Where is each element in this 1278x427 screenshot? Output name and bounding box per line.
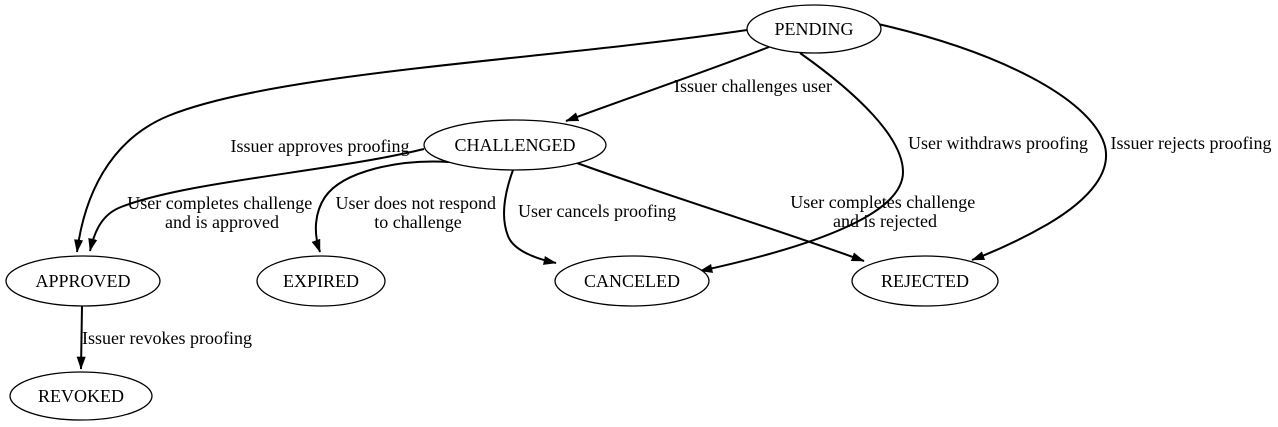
node-approved: APPROVED (5, 255, 161, 307)
edge-challenged-canceled-line (502, 169, 557, 265)
node-revoked: REVOKED (9, 371, 153, 421)
edge-challenged-rejected: User completes challenge and is rejected (576, 162, 979, 262)
edge-challenged-canceled-label: User cancels proofing (518, 201, 676, 221)
node-challenged-label: CHALLENGED (455, 135, 576, 155)
edge-challenged-approved: User completes challenge and is approved (88, 148, 425, 252)
node-canceled: CANCELED (554, 255, 710, 307)
edge-pending-rejected-line (877, 23, 1107, 261)
edge-pending-approved-line (74, 29, 748, 253)
node-revoked-label: REVOKED (38, 386, 124, 406)
node-expired: EXPIRED (256, 255, 386, 307)
edge-pending-canceled-label: User withdraws proofing (908, 133, 1088, 153)
node-rejected-ellipse (851, 255, 999, 307)
node-revoked-ellipse (9, 371, 153, 421)
edge-approved-revoked: Issuer revokes proofing (76, 305, 252, 370)
edge-challenged-expired-label: User does not respond to challenge (336, 193, 501, 232)
edge-challenged-expired: User does not respond to challenge (311, 160, 501, 253)
edge-challenged-rejected-label: User completes challenge and is rejected (790, 192, 979, 231)
node-rejected-label: REJECTED (881, 271, 969, 291)
node-expired-ellipse (256, 255, 386, 307)
node-pending-ellipse (746, 4, 882, 54)
node-expired-label: EXPIRED (283, 271, 359, 291)
edge-pending-approved-label: Issuer approves proofing (231, 136, 410, 156)
node-rejected: REJECTED (851, 255, 999, 307)
edge-challenged-expired-line (311, 160, 450, 253)
edge-challenged-canceled: User cancels proofing (502, 169, 676, 265)
node-canceled-label: CANCELED (584, 271, 680, 291)
edge-pending-rejected-label: Issuer rejects proofing (1111, 133, 1272, 153)
node-approved-label: APPROVED (35, 271, 130, 291)
edge-approved-revoked-line (76, 305, 86, 370)
edge-pending-challenged-label: Issuer challenges user (674, 76, 832, 96)
node-pending: PENDING (746, 4, 882, 54)
edge-challenged-rejected-line (576, 162, 865, 262)
node-pending-label: PENDING (775, 19, 854, 39)
edge-pending-canceled-line (699, 52, 905, 273)
edge-pending-rejected: Issuer rejects proofing (877, 23, 1272, 261)
node-approved-ellipse (5, 255, 161, 307)
edge-pending-canceled: User withdraws proofing (699, 52, 1088, 273)
edge-pending-challenged-line (565, 46, 770, 122)
node-challenged: CHALLENGED (423, 119, 607, 171)
edge-pending-approved: Issuer approves proofing (74, 29, 748, 253)
edge-challenged-approved-label: User completes challenge and is approved (127, 193, 316, 232)
node-challenged-ellipse (423, 119, 607, 171)
edge-pending-challenged: Issuer challenges user (565, 46, 832, 122)
node-canceled-ellipse (554, 255, 710, 307)
edge-challenged-approved-line (88, 148, 425, 252)
edge-approved-revoked-label: Issuer revokes proofing (82, 328, 252, 348)
